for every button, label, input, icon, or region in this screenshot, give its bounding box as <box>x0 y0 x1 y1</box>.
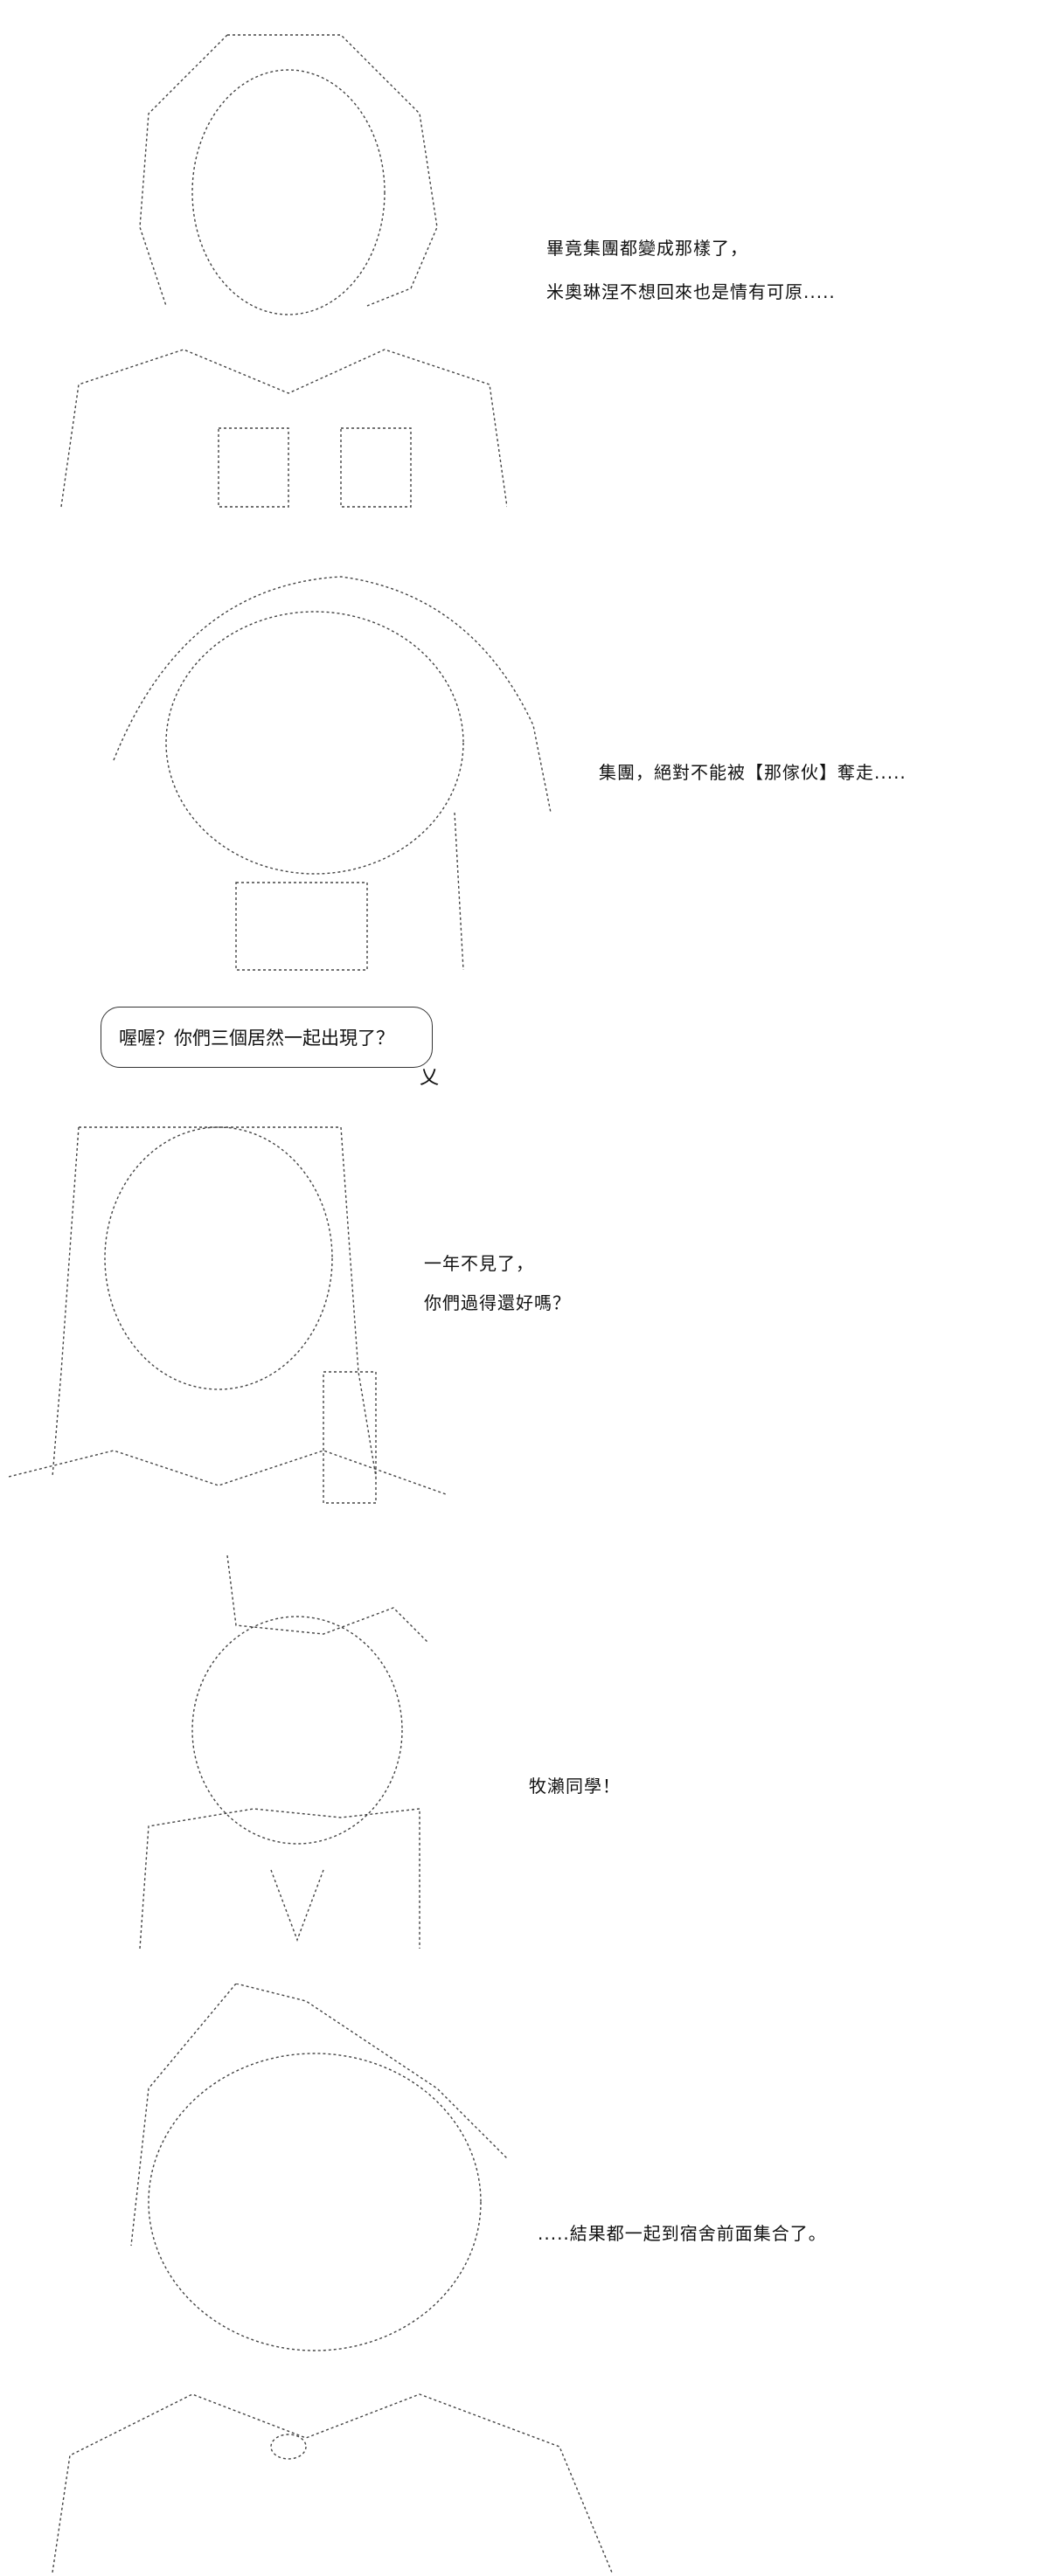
dialogue-line: 牧瀨同學！ <box>529 1776 621 1797</box>
speech-bubble-text: 喔喔？你們三個居然一起出現了？ <box>119 1028 394 1049</box>
aa-character-art-5 <box>17 1983 647 2573</box>
narration-line: 集團，絕對不能被【那傢伙】奪走..... <box>599 762 907 783</box>
aa-character-art-4 <box>131 1555 463 1949</box>
dialogue-line: 你們過得還好嗎？ <box>424 1292 571 1313</box>
narration-line: .....結果都一起到宿舍前面集合了。 <box>538 2223 827 2244</box>
speech-bubble: 喔喔？你們三個居然一起出現了？ <box>101 1007 433 1068</box>
narration-line: 畢竟集團都變成那樣了， <box>546 238 748 259</box>
narration-line: 米奧琳涅不想回來也是情有可原..... <box>546 281 836 302</box>
aa-character-art-1 <box>52 17 508 533</box>
aa-character-art-3 <box>8 1110 455 1512</box>
dialogue-line: 一年不見了， <box>424 1253 534 1274</box>
aa-character-art-2 <box>79 551 568 979</box>
speech-bubble-tail: 乂 <box>420 1067 440 1089</box>
